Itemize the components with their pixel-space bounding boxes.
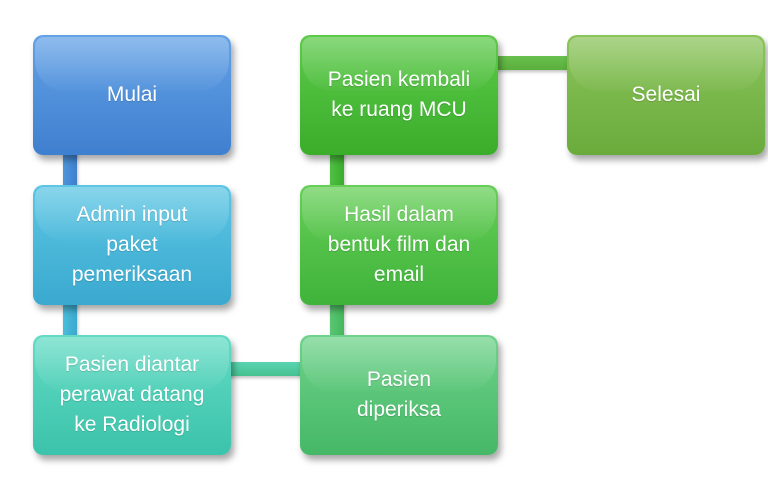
node-selesai: Selesai xyxy=(567,35,765,155)
connector-pasien-diantar-diperiksa xyxy=(226,362,306,376)
node-admin-input: Admin input paket pemeriksaan xyxy=(33,185,231,305)
node-mulai: Mulai xyxy=(33,35,231,155)
node-selesai-label: Selesai xyxy=(631,83,701,106)
connector-admin-pasien-diantar xyxy=(63,300,77,340)
node-mulai-label: Mulai xyxy=(106,83,158,106)
node-pasien-diantar-label: Pasien diantar perawat datang ke Radiolo… xyxy=(59,353,205,436)
node-pasien-diperiksa-label: Pasien diperiksa xyxy=(356,368,442,421)
connector-diperiksa-hasil xyxy=(330,300,344,340)
connector-kembali-selesai xyxy=(493,56,573,70)
node-hasil-label: Hasil dalam bentuk film dan email xyxy=(327,203,471,286)
node-pasien-diantar: Pasien diantar perawat datang ke Radiolo… xyxy=(33,335,231,455)
node-hasil: Hasil dalam bentuk film dan email xyxy=(300,185,498,305)
node-pasien-kembali: Pasien kembali ke ruang MCU xyxy=(300,35,498,155)
node-pasien-kembali-label: Pasien kembali ke ruang MCU xyxy=(327,68,471,121)
connector-hasil-kembali xyxy=(330,150,344,190)
node-admin-input-label: Admin input paket pemeriksaan xyxy=(71,203,193,286)
connector-mulai-admin xyxy=(63,150,77,190)
node-pasien-diperiksa: Pasien diperiksa xyxy=(300,335,498,455)
